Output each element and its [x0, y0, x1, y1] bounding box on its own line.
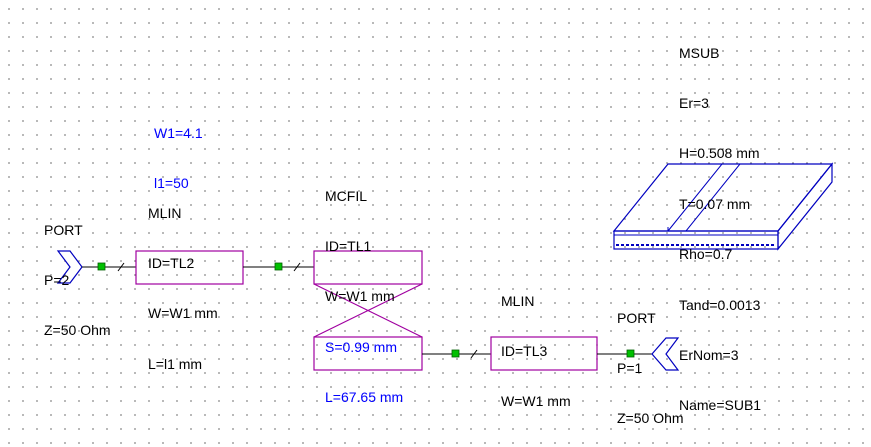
- tl2-id[interactable]: ID=TL2: [148, 254, 195, 271]
- tl2-length[interactable]: L=l1 mm: [148, 355, 203, 372]
- wire-tick: [117, 262, 125, 272]
- msub-name[interactable]: Name=SUB1: [679, 397, 762, 414]
- node-tl2-tl1[interactable]: [274, 262, 283, 271]
- msub-thickness[interactable]: T=0.07 mm: [679, 195, 751, 212]
- wire-tick: [293, 262, 301, 272]
- mcfil-coupling-cross: [313, 283, 423, 338]
- port-p1-label[interactable]: PORT P=1 Z=50 Ohm: [617, 276, 684, 447]
- tl2-type: MLIN: [148, 204, 182, 221]
- port-p1-triangle: [651, 337, 680, 371]
- tl3-id[interactable]: ID=TL3: [501, 342, 548, 359]
- node-port2[interactable]: [97, 262, 106, 271]
- port-p2-number[interactable]: P=2: [44, 271, 70, 288]
- msub-er[interactable]: Er=3: [679, 94, 709, 111]
- tl1-type: MCFIL: [325, 187, 367, 204]
- tl1-length[interactable]: L=67.65 mm: [325, 389, 404, 406]
- port-p1-symbol[interactable]: [651, 337, 680, 371]
- msub-tand[interactable]: Tand=0.0013: [679, 296, 761, 313]
- port-p2-triangle: [56, 250, 83, 284]
- port-p2-symbol[interactable]: [56, 250, 83, 284]
- port-p2-label[interactable]: PORT P=2 Z=50 Ohm: [44, 188, 111, 373]
- msub-ernom[interactable]: ErNom=3: [679, 346, 739, 363]
- node-port1[interactable]: [626, 349, 635, 358]
- tl3-type: MLIN: [501, 292, 535, 309]
- msub-label[interactable]: MSUB Er=3 H=0.508 mm T=0.07 mm Rho=0.7 T…: [679, 11, 761, 447]
- tl2-width[interactable]: W=W1 mm: [148, 305, 218, 322]
- node-tl1-tl3[interactable]: [451, 349, 460, 358]
- msub-rho[interactable]: Rho=0.7: [679, 246, 733, 263]
- mcfil-tl1-symbol[interactable]: [313, 250, 423, 371]
- tl3-length[interactable]: L=l1 mm: [501, 444, 571, 447]
- port-p1-type: PORT: [617, 309, 656, 326]
- port-p2-impedance[interactable]: Z=50 Ohm: [44, 322, 111, 339]
- mcfil-top-line: [313, 250, 423, 285]
- port-p1-number[interactable]: P=1: [617, 359, 643, 376]
- msub-height[interactable]: H=0.508 mm: [679, 145, 760, 162]
- port-p1-impedance[interactable]: Z=50 Ohm: [617, 410, 684, 427]
- equation-block[interactable]: W1=4.1 l1=50: [154, 91, 203, 225]
- tl3-width[interactable]: W=W1 mm: [501, 393, 571, 410]
- msub-type: MSUB: [679, 44, 720, 61]
- tl1-id[interactable]: ID=TL1: [325, 237, 372, 254]
- tl1-spacing[interactable]: S=0.99 mm: [325, 338, 397, 355]
- wire-tick: [470, 349, 478, 359]
- tl1-width[interactable]: W=W1 mm: [325, 288, 395, 305]
- mlin-tl3-label[interactable]: MLIN ID=TL3 W=W1 mm L=l1 mm: [501, 259, 571, 447]
- msub-substrate-symbol[interactable]: [612, 162, 834, 251]
- equation-l1[interactable]: l1=50: [154, 174, 189, 191]
- port-p2-type: PORT: [44, 221, 83, 238]
- substrate-side-face: [777, 162, 833, 251]
- mlin-tl2-label[interactable]: MLIN ID=TL2 W=W1 mm L=l1 mm: [148, 171, 218, 406]
- mcfil-tl1-label[interactable]: MCFIL ID=TL1 W=W1 mm S=0.99 mm L=67.65 m…: [325, 154, 403, 440]
- equation-w1[interactable]: W1=4.1: [154, 124, 203, 141]
- substrate-strip: [666, 163, 742, 232]
